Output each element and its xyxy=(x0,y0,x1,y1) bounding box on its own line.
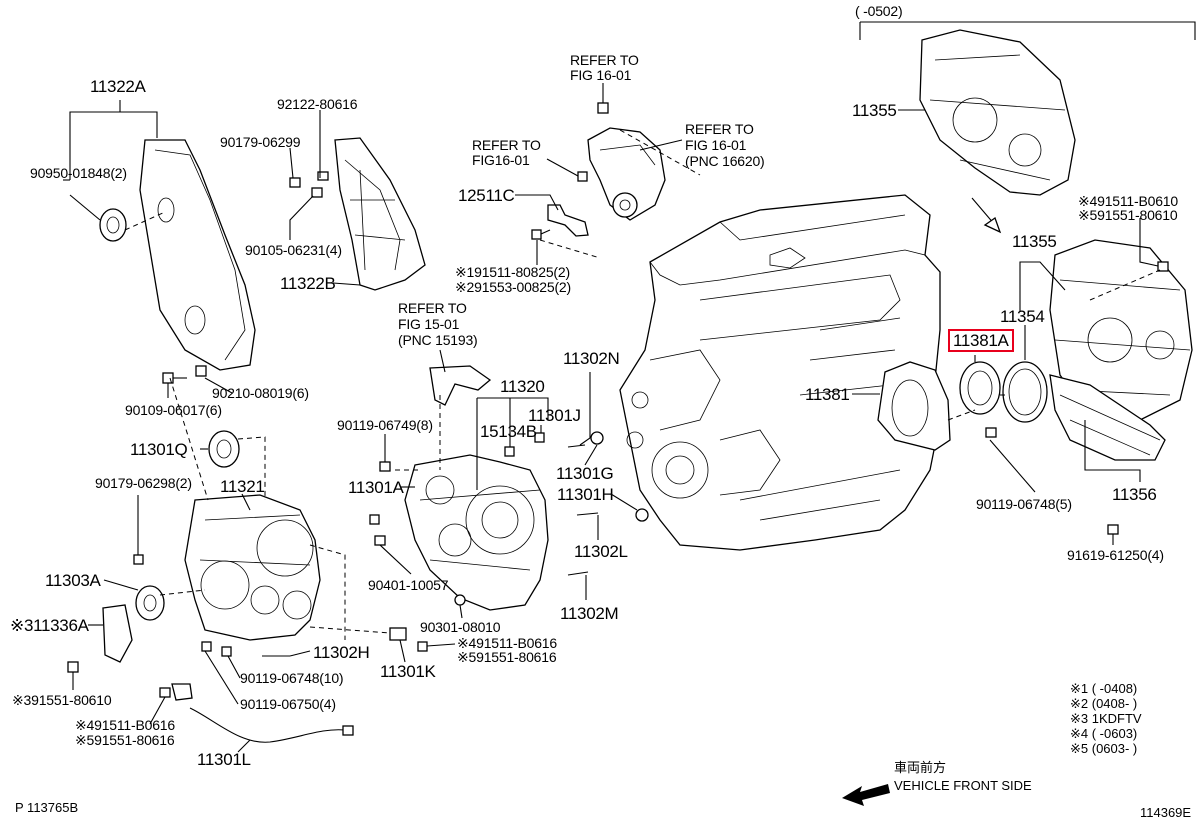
seal-retainer-drawing xyxy=(877,361,1048,451)
part-90119-06750-label[interactable]: 90119-06750(4) xyxy=(240,696,336,712)
refer-fig16-01-left[interactable]: REFER TO FIG16-01 xyxy=(472,138,541,168)
footer-left-code: P 113765B xyxy=(15,800,79,815)
rear-plate-drawing xyxy=(1049,239,1193,535)
front-direction-en: VEHICLE FRONT SIDE xyxy=(894,778,1032,793)
footer-right-code: 114369E xyxy=(1140,805,1192,820)
engine-block-drawing xyxy=(619,194,941,551)
notes-legend: ※1 ( -0408) ※2 (0408- ) ※3 1KDFTV ※4 ( -… xyxy=(1070,681,1142,756)
part-11301k-label[interactable]: 11301K xyxy=(380,662,436,681)
idler-assembly-drawing xyxy=(577,102,666,221)
part-90301-label[interactable]: 90301-08010 xyxy=(420,619,501,635)
leader-lines xyxy=(63,21,1196,753)
part-11302n-label[interactable]: 11302N xyxy=(563,349,620,368)
part-11355-label[interactable]: 11355 xyxy=(1012,232,1057,251)
crank-sensor-drawing xyxy=(171,683,354,743)
bracket-12511c-drawing xyxy=(531,204,589,240)
part-90105-label[interactable]: 90105-06231(4) xyxy=(245,242,342,258)
part-591551-80616-center-label[interactable]: ※591551-80616 xyxy=(457,649,557,665)
part-90119-06749-label[interactable]: 90119-06749(8) xyxy=(337,417,433,433)
part-491511-b0616-center-label[interactable]: ※491511-B0616 xyxy=(457,635,557,651)
front-direction-jp: 車両前方 xyxy=(894,760,947,775)
part-12511c-label[interactable]: 12511C xyxy=(458,186,515,205)
part-11301g-label[interactable]: 11301G xyxy=(556,464,614,483)
refer-fig15-01-pnc15193[interactable]: REFER TO FIG 15-01 (PNC 15193) xyxy=(398,300,478,348)
refer-line: REFER TO xyxy=(398,300,467,316)
sensor-11301k-drawing xyxy=(389,627,428,652)
part-11301q-label[interactable]: 11301Q xyxy=(130,440,188,459)
part-11322b-label[interactable]: 11322B xyxy=(280,274,336,293)
part-92122-label[interactable]: 92122-80616 xyxy=(277,96,358,112)
note-1: ※1 ( -0408) xyxy=(1070,681,1138,696)
part-191511-label[interactable]: ※191511-80825(2) xyxy=(455,264,570,280)
part-90950-label[interactable]: 90950-01848(2) xyxy=(30,165,127,181)
part-491511-b0616-left-label[interactable]: ※491511-B0616 xyxy=(75,717,175,733)
guide-lines xyxy=(159,129,1161,640)
part-591551-80616-left-label[interactable]: ※591551-80616 xyxy=(75,732,175,748)
part-591551-80610-label[interactable]: ※591551-80610 xyxy=(1078,207,1178,223)
part-11322a-label[interactable]: 11322A xyxy=(90,77,146,96)
part-11336a-label[interactable]: ※311336A xyxy=(10,616,89,635)
refer-line: (PNC 15193) xyxy=(398,332,478,348)
part-11302h-label[interactable]: 11302H xyxy=(313,643,370,662)
refer-line: (PNC 16620) xyxy=(685,153,765,169)
bracket-11322b-drawing xyxy=(289,137,426,291)
part-90401-label[interactable]: 90401-10057 xyxy=(368,577,449,593)
part-291553-label[interactable]: ※291553-00825(2) xyxy=(455,279,571,295)
part-90210-label[interactable]: 90210-08019(6) xyxy=(212,385,309,401)
part-90109-label[interactable]: 90109-06017(6) xyxy=(125,402,222,418)
part-90119-06748-10-label[interactable]: 90119-06748(10) xyxy=(240,670,344,686)
part-11302m-label[interactable]: 11302M xyxy=(560,604,619,623)
part-491511-b0610-label[interactable]: ※491511-B0610 xyxy=(1078,193,1178,209)
part-11355-top-label[interactable]: 11355 xyxy=(852,101,897,120)
gasket-drawing xyxy=(429,365,492,406)
part-90179-06299-label[interactable]: 90179-06299 xyxy=(220,134,301,150)
part-11301a-label[interactable]: 11301A xyxy=(348,478,404,497)
part-91619-label[interactable]: 91619-61250(4) xyxy=(1067,547,1164,563)
part-11354-label[interactable]: 11354 xyxy=(1000,307,1045,326)
rear-plate-top-drawing xyxy=(919,29,1076,196)
part-11303a-label[interactable]: 11303A xyxy=(45,571,101,590)
part-11301l-label[interactable]: 11301L xyxy=(197,750,251,769)
note-3: ※3 1KDFTV xyxy=(1070,711,1142,726)
part-15134b-label[interactable]: 15134B xyxy=(480,422,537,441)
refer-line: FIG 16-01 xyxy=(570,67,632,83)
timing-case-drawing xyxy=(369,431,649,611)
part-11302l-label[interactable]: 11302L xyxy=(574,542,628,561)
refer-line: FIG 16-01 xyxy=(685,137,747,153)
part-90119-06748-5-label[interactable]: 90119-06748(5) xyxy=(976,496,1072,512)
part-90179-06298-label[interactable]: 90179-06298(2) xyxy=(95,475,192,491)
cover-bolts-drawing xyxy=(162,365,207,384)
range-0502-label: ( -0502) xyxy=(855,3,903,19)
timing-cover-drawing xyxy=(99,139,256,371)
part-11381a-highlighted-label[interactable]: 11381A xyxy=(948,329,1014,352)
note-2: ※2 (0408- ) xyxy=(1070,696,1138,711)
note-5: ※5 (0603- ) xyxy=(1070,741,1138,756)
note-4: ※4 ( -0603) xyxy=(1070,726,1138,741)
part-11320-label[interactable]: 11320 xyxy=(500,377,545,396)
part-11321-label[interactable]: 11321 xyxy=(220,477,265,496)
refer-line: REFER TO xyxy=(472,137,541,153)
refer-line: REFER TO xyxy=(685,121,754,137)
refer-line: FIG 15-01 xyxy=(398,316,460,332)
part-11301j-label[interactable]: 11301J xyxy=(528,406,581,425)
refer-fig16-01-top[interactable]: REFER TO FIG 16-01 xyxy=(570,53,639,83)
part-391551-label[interactable]: ※391551-80610 xyxy=(12,692,112,708)
part-11356-label[interactable]: 11356 xyxy=(1112,485,1157,504)
front-arrow-icon xyxy=(842,784,890,806)
part-11381-label[interactable]: 11381 xyxy=(805,385,850,404)
refer-line: FIG16-01 xyxy=(472,152,530,168)
refer-line: REFER TO xyxy=(570,52,639,68)
refer-fig16-01-pnc16620[interactable]: REFER TO FIG 16-01 (PNC 16620) xyxy=(685,121,765,169)
front-plate-drawing xyxy=(67,430,321,698)
part-11301h-label[interactable]: 11301H xyxy=(557,485,614,504)
